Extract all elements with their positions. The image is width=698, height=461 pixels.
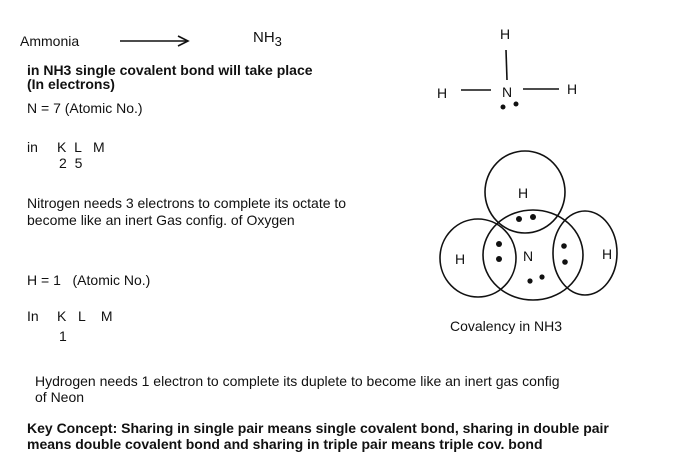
lewis-h-top: H	[500, 26, 511, 42]
venn-h-left: H	[455, 251, 466, 267]
left-h-circle	[439, 218, 517, 298]
lewis-h-left: H	[437, 85, 448, 101]
hydrogen-atomic: H = 1 (Atomic No.)	[27, 272, 151, 288]
nh3-formula: NH3	[253, 30, 282, 50]
lewis-n: N	[502, 84, 513, 100]
nitrogen-shells-label: in	[27, 139, 38, 155]
lewis-structure-bonds	[461, 49, 559, 91]
intro-line2: (In electrons)	[27, 76, 115, 92]
lewis-h-right: H	[567, 81, 578, 97]
hydrogen-shells: K L M	[57, 308, 113, 324]
formula-subscript: 3	[274, 34, 282, 49]
nitrogen-note2: become like an inert Gas config. of Oxyg…	[27, 212, 295, 228]
key-concept-line2: means double covalent bond and sharing i…	[27, 436, 543, 452]
n-circle	[482, 209, 584, 301]
ammonia-label: Ammonia	[20, 33, 80, 49]
venn-h-right: H	[602, 246, 613, 262]
right-h-circle	[552, 210, 618, 296]
arrow-icon	[120, 35, 190, 47]
venn-h-top: H	[518, 185, 529, 201]
hydrogen-config: 1	[59, 328, 67, 344]
nitrogen-atomic: N = 7 (Atomic No.)	[27, 100, 143, 116]
venn-caption: Covalency in NH3	[450, 318, 563, 334]
shared-electron-dots	[496, 214, 568, 284]
nitrogen-note1: Nitrogen needs 3 electrons to complete i…	[27, 195, 347, 211]
hydrogen-note1: Hydrogen needs 1 electron to complete it…	[35, 373, 560, 389]
hydrogen-note2: of Neon	[35, 389, 85, 405]
key-concept-line1: Key Concept: Sharing in single pair mean…	[27, 420, 609, 436]
intro-line1: in NH3 single covalent bond will take pl…	[27, 62, 313, 78]
lone-pair-dots	[500, 101, 519, 110]
top-h-circle	[484, 150, 566, 234]
hydrogen-shells-label: In	[27, 308, 39, 324]
formula-main: NH	[253, 29, 275, 46]
nitrogen-config: 2 5	[59, 155, 83, 171]
venn-circles	[439, 150, 618, 301]
venn-n: N	[523, 248, 534, 264]
nitrogen-shells: K L M	[57, 139, 105, 155]
